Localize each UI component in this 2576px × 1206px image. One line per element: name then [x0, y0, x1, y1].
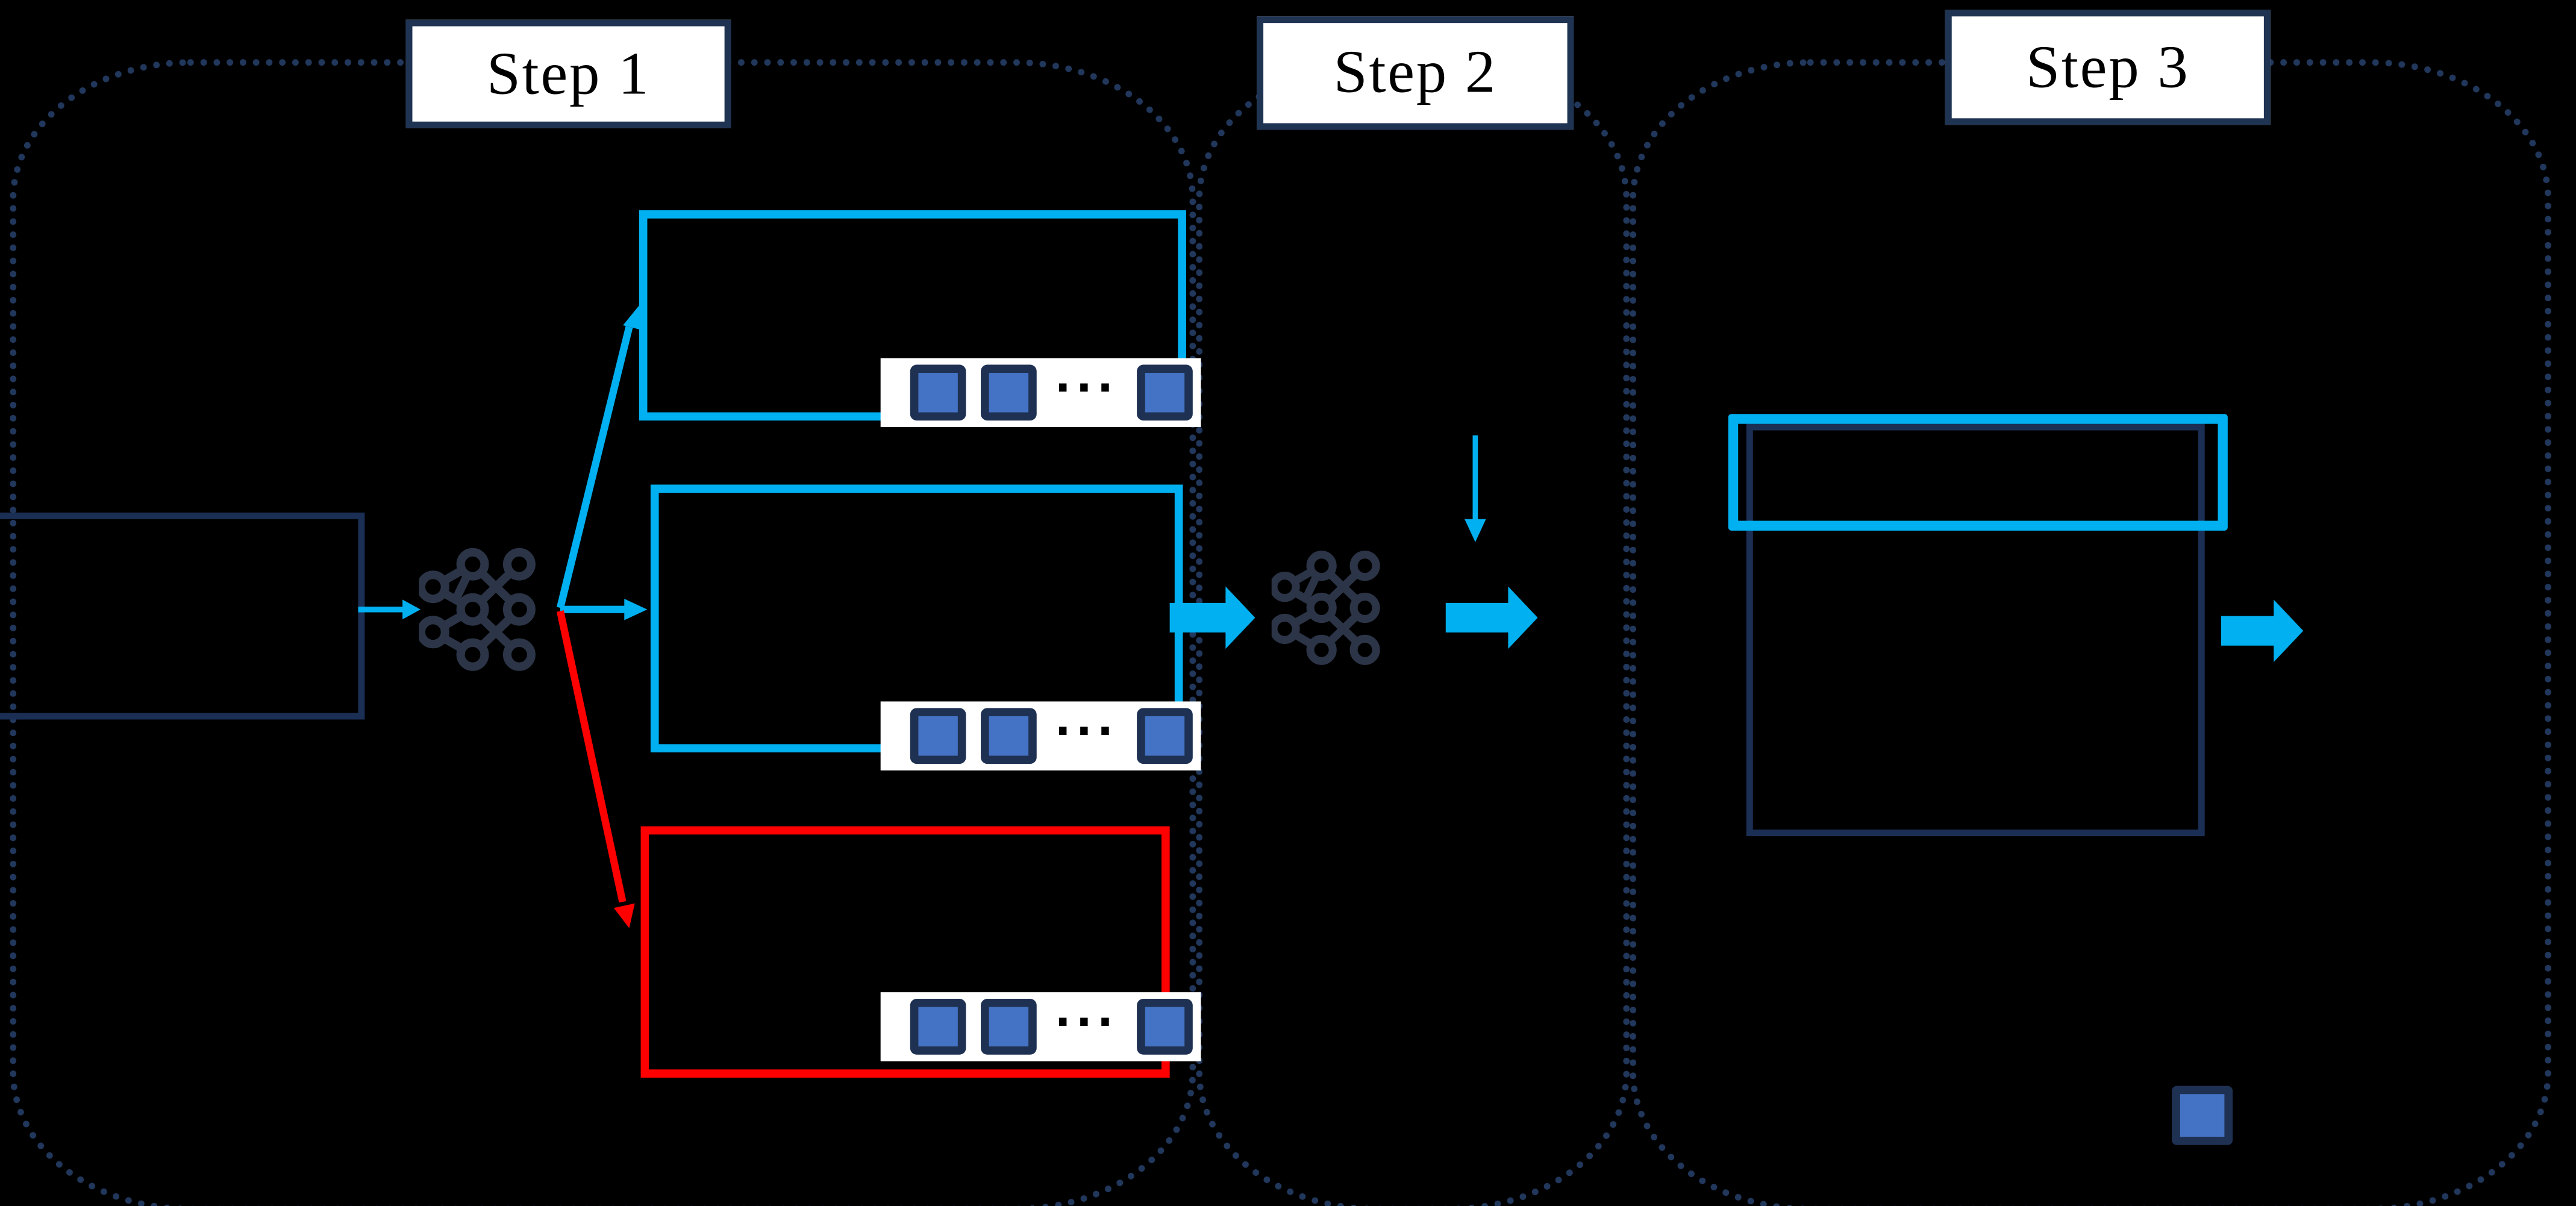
- token-strip: ···: [880, 701, 1201, 770]
- token-square: [910, 999, 966, 1055]
- negative-box: [640, 826, 1170, 1078]
- token-square: [981, 999, 1037, 1055]
- input-box: [0, 512, 365, 720]
- token-square: [981, 708, 1037, 764]
- token-square: [1136, 364, 1192, 421]
- token-strip: ···: [880, 358, 1201, 428]
- step1-label-box: Step 1: [405, 19, 731, 128]
- step3-label-box: Step 3: [1945, 10, 2271, 125]
- step2-label: Step 2: [1333, 39, 1498, 107]
- selected-row-highlight: [1728, 414, 2228, 531]
- step1-label: Step 1: [486, 40, 651, 108]
- neural-network-icon: [419, 548, 536, 671]
- token-square: [1136, 708, 1192, 764]
- token-square: [910, 364, 966, 421]
- step2-label-box: Step 2: [1257, 16, 1574, 130]
- step3-label: Step 3: [2026, 33, 2190, 101]
- token-strip: ···: [880, 992, 1201, 1061]
- ellipsis-dots: ···: [1054, 999, 1119, 1048]
- step2-container: [1196, 59, 1630, 1206]
- token-square: [981, 364, 1037, 421]
- ellipsis-dots: ···: [1054, 364, 1119, 414]
- token-square: [1136, 999, 1192, 1055]
- ellipsis-dots: ···: [1054, 708, 1119, 758]
- nn-nodes: [419, 548, 536, 671]
- neural-network-icon: [1271, 551, 1380, 665]
- nn-nodes: [1271, 551, 1380, 665]
- legend-token-square: [2172, 1086, 2233, 1145]
- token-square: [910, 708, 966, 764]
- result-box: [1746, 423, 2205, 837]
